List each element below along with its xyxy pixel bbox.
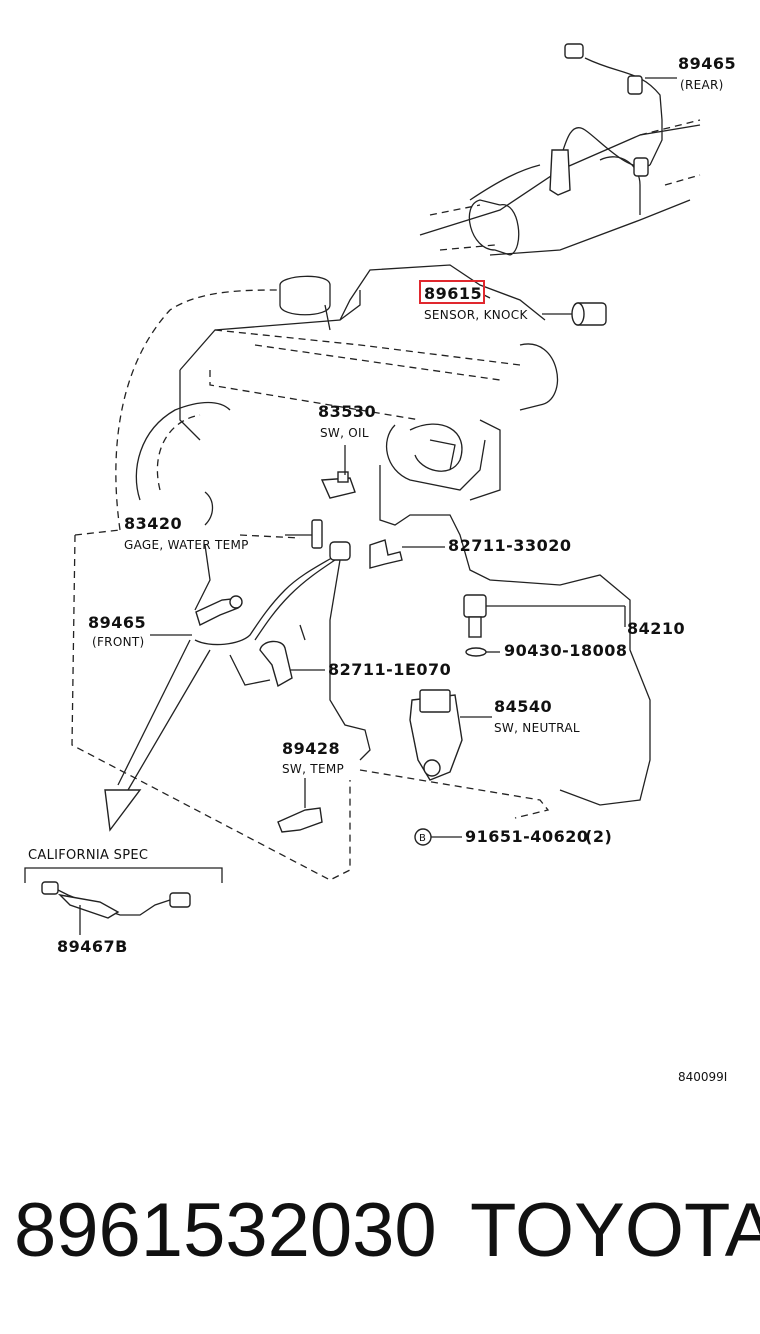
knock-sensor-number: 89615 bbox=[424, 284, 482, 303]
clamp-lower-number: 82711-1E070 bbox=[328, 660, 451, 679]
oil-switch bbox=[320, 445, 356, 499]
footer-brand: TOYOTA bbox=[470, 1188, 760, 1273]
bolt-number: 91651-40620 bbox=[465, 827, 588, 846]
o2-sensor-rear bbox=[549, 43, 677, 196]
temp-switch-label: SW, TEMP bbox=[282, 762, 344, 776]
sensor-84210-number: 84210 bbox=[627, 619, 685, 638]
o2-sensor-front bbox=[150, 541, 351, 646]
oil-switch-number: 83530 bbox=[318, 402, 376, 421]
diagram-code: 840099I bbox=[678, 1070, 727, 1084]
bolt-qty: (2) bbox=[585, 827, 612, 846]
knock-sensor-label: SENSOR, KNOCK bbox=[424, 308, 528, 322]
bolt-marker: B bbox=[419, 833, 426, 844]
front-o2-number: 89465 bbox=[88, 613, 146, 632]
gasket bbox=[465, 647, 500, 657]
engine-outline bbox=[71, 119, 701, 881]
california-arrow bbox=[104, 639, 211, 832]
california-spec bbox=[24, 867, 223, 935]
water-temp-gage-label: GAGE, WATER TEMP bbox=[124, 538, 249, 552]
neutral-switch-label: SW, NEUTRAL bbox=[494, 721, 580, 735]
oil-switch-label: SW, OIL bbox=[320, 426, 369, 440]
rear-o2-number: 89465 bbox=[678, 54, 736, 73]
knock-sensor-highlight bbox=[419, 280, 485, 304]
temp-switch-number: 89428 bbox=[282, 739, 340, 758]
temp-switch bbox=[277, 778, 323, 833]
clamp-upper-number: 82711-33020 bbox=[448, 536, 571, 555]
water-temp-gage bbox=[285, 519, 323, 549]
footer-part-number: 8961532030 bbox=[14, 1188, 437, 1273]
knock-sensor bbox=[483, 294, 607, 326]
gasket-number: 90430-18008 bbox=[504, 641, 627, 660]
neutral-switch-number: 84540 bbox=[494, 697, 552, 716]
california-sensor-number: 89467B bbox=[57, 937, 128, 956]
bolt-callout bbox=[414, 828, 462, 846]
sensor-84210 bbox=[463, 594, 626, 638]
front-o2-label: (FRONT) bbox=[92, 635, 144, 649]
california-spec-label: CALIFORNIA SPEC bbox=[28, 848, 148, 863]
rear-o2-label: (REAR) bbox=[680, 78, 724, 92]
neutral-switch bbox=[409, 689, 492, 781]
clamp-lower bbox=[259, 640, 325, 688]
clamp-upper bbox=[369, 539, 445, 569]
water-temp-gage-number: 83420 bbox=[124, 514, 182, 533]
